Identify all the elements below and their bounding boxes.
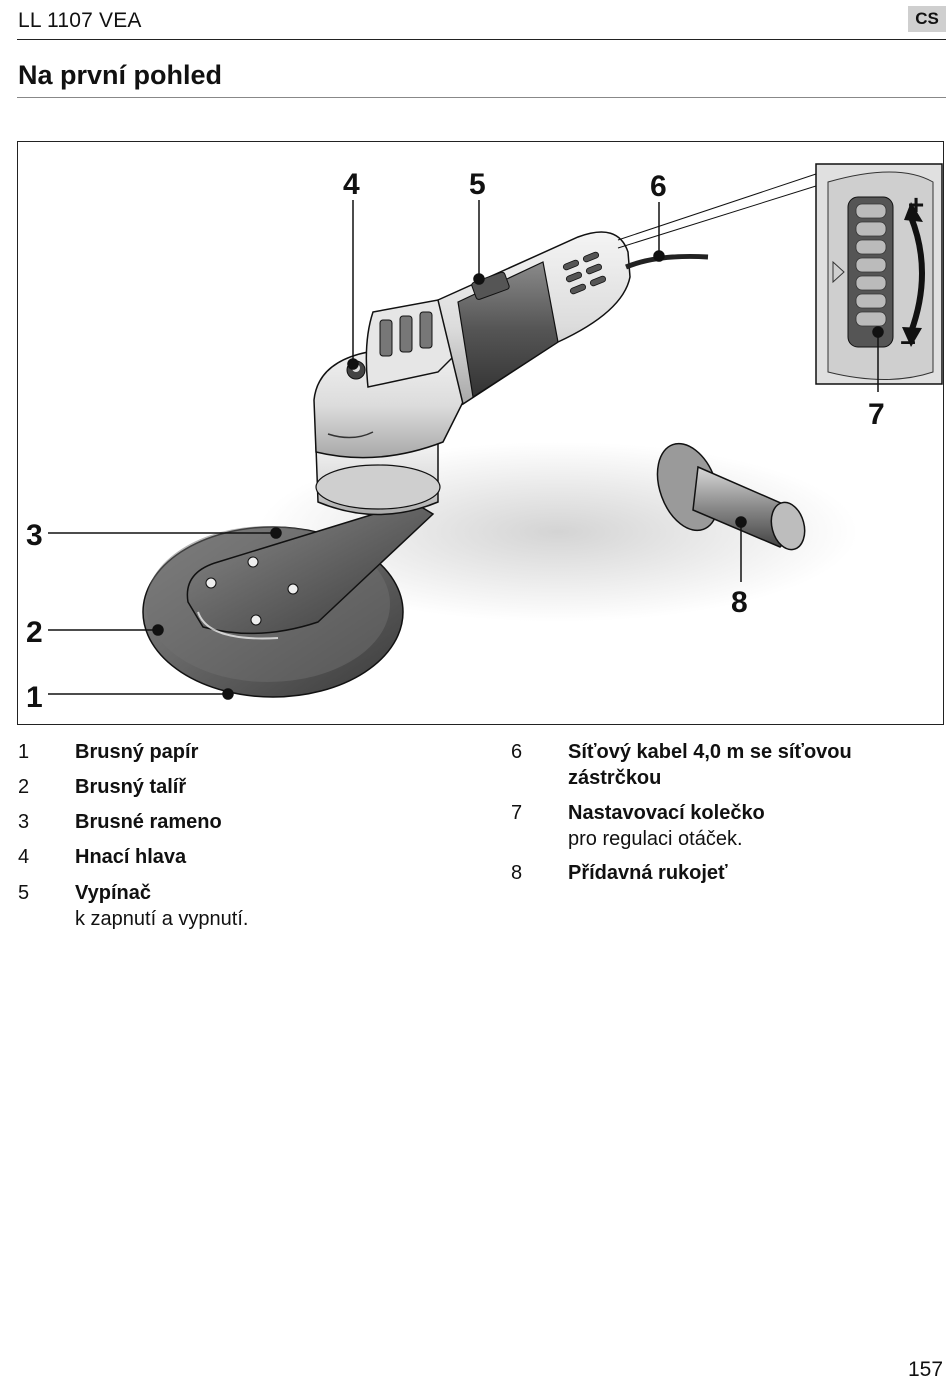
legend-item-4: 4 Hnací hlava: [18, 844, 438, 870]
legend-description: k zapnutí a vypnutí.: [75, 908, 249, 930]
leader-dot-1: [222, 688, 234, 700]
drive-head: [313, 299, 465, 516]
section-title: Na první pohled: [18, 60, 223, 90]
inset-pointer-line: [617, 185, 817, 249]
tool-illustration: + – 1 2 3 4 5 6 7: [26, 163, 943, 714]
legend-item-6: 6 Síťový kabel 4,0 m se síťovou zástrčko…: [511, 739, 931, 795]
legend-item-8: 8 Přídavná rukojeť: [511, 860, 931, 886]
legend-label: Brusné rameno: [75, 811, 222, 833]
document-title: LL 1107 VEA: [18, 9, 142, 32]
section-rule: [17, 97, 946, 98]
legend-item-7: 7 Nastavovací kolečko pro regulaci otáče…: [511, 800, 931, 856]
legend-label: Hnací hlava: [75, 846, 187, 868]
legend-number: 4: [18, 846, 30, 868]
callout-2: 2: [26, 616, 43, 649]
leader-dot-4: [347, 358, 359, 370]
callout-3: 3: [26, 519, 43, 552]
leader-dot-3: [270, 527, 282, 539]
legend-number: 5: [18, 882, 30, 904]
dial-minus-sign: –: [900, 325, 916, 356]
legend-label: Přídavná rukojeť: [568, 862, 728, 884]
leader-dot-6: [653, 250, 665, 262]
inset-pointer-line: [617, 173, 817, 241]
sanding-arm: [186, 501, 435, 640]
legend-item-2: 2 Brusný talíř: [18, 774, 438, 800]
callout-6: 6: [650, 170, 667, 203]
language-badge: CS: [908, 6, 946, 32]
legend-item-5: 5 Vypínač k zapnutí a vypnutí.: [18, 880, 438, 936]
callout-5: 5: [469, 168, 486, 201]
legend-label: Nastavovací kolečko: [568, 802, 765, 824]
callout-1: 1: [26, 681, 43, 714]
motor-housing: [437, 231, 631, 406]
legend-label: Vypínač: [75, 882, 151, 904]
header-rule: [17, 39, 946, 40]
leader-dot-7: [872, 326, 884, 338]
callout-4: 4: [343, 168, 360, 201]
legend-number: 3: [18, 811, 30, 833]
leader-dot-8: [735, 516, 747, 528]
legend-number: 6: [511, 741, 523, 763]
legend-label: Síťový kabel 4,0 m se síťovou zástrčkou: [568, 741, 852, 789]
callout-8: 8: [731, 586, 748, 619]
legend-label: Brusný talíř: [75, 776, 187, 798]
legend-number: 7: [511, 802, 523, 824]
power-cable: [625, 253, 709, 270]
tool-overview-figure: + – 1 2 3 4 5 6 7: [17, 141, 944, 725]
leader-dot-2: [152, 624, 164, 636]
legend-item-3: 3 Brusné rameno: [18, 809, 438, 835]
page-number: 157: [908, 1358, 944, 1381]
legend-number: 8: [511, 862, 523, 884]
speed-dial-inset: + –: [815, 163, 943, 385]
legend-description: pro regulaci otáček.: [568, 828, 743, 850]
callout-7: 7: [868, 398, 885, 431]
legend-number: 2: [18, 776, 30, 798]
auxiliary-handle: [656, 442, 806, 551]
legend-item-1: 1 Brusný papír: [18, 739, 438, 765]
legend-number: 1: [18, 741, 30, 763]
dial-plus-sign: +: [908, 189, 924, 220]
leader-dot-5: [473, 273, 485, 285]
legend-label: Brusný papír: [75, 741, 199, 763]
